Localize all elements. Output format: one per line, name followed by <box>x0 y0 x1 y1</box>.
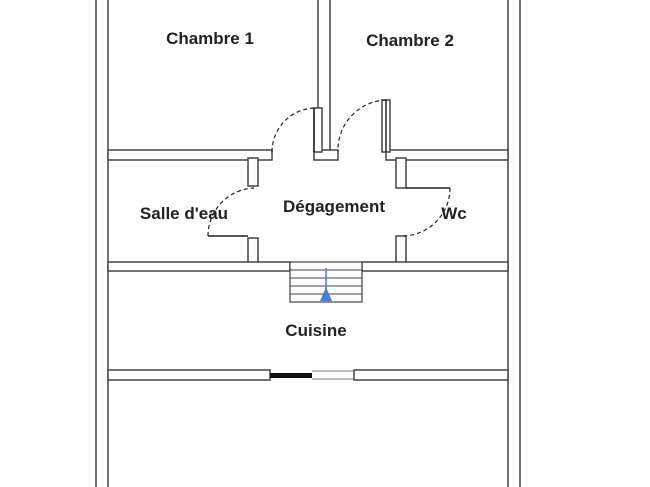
door-chambre2 <box>337 99 387 153</box>
room-label-salle-deau: Salle d'eau <box>140 204 228 223</box>
door-salle-deau <box>207 187 255 237</box>
window-dark-segment <box>270 373 312 378</box>
room-label-chambre2: Chambre 2 <box>366 31 454 50</box>
staircase <box>289 261 363 303</box>
room-label-wc: Wc <box>441 204 467 223</box>
door-chambre1 <box>271 107 315 153</box>
room-label-chambre1: Chambre 1 <box>166 29 254 48</box>
wall-degagement-wc <box>395 157 407 265</box>
wall-sdeau-degagement <box>247 157 259 265</box>
wall-left-exterior <box>95 0 109 487</box>
exterior-walls <box>95 0 521 487</box>
stair-arrow-icon <box>320 287 332 301</box>
wall-bedrooms-bottom <box>107 149 509 161</box>
room-label-degagement: Dégagement <box>283 197 385 216</box>
wall-right-exterior <box>507 0 521 487</box>
door-wc <box>401 187 451 237</box>
wall-cuisine-bottom <box>107 369 509 381</box>
wall-jamb-chambre1 <box>313 107 323 153</box>
room-label-cuisine: Cuisine <box>285 321 346 340</box>
